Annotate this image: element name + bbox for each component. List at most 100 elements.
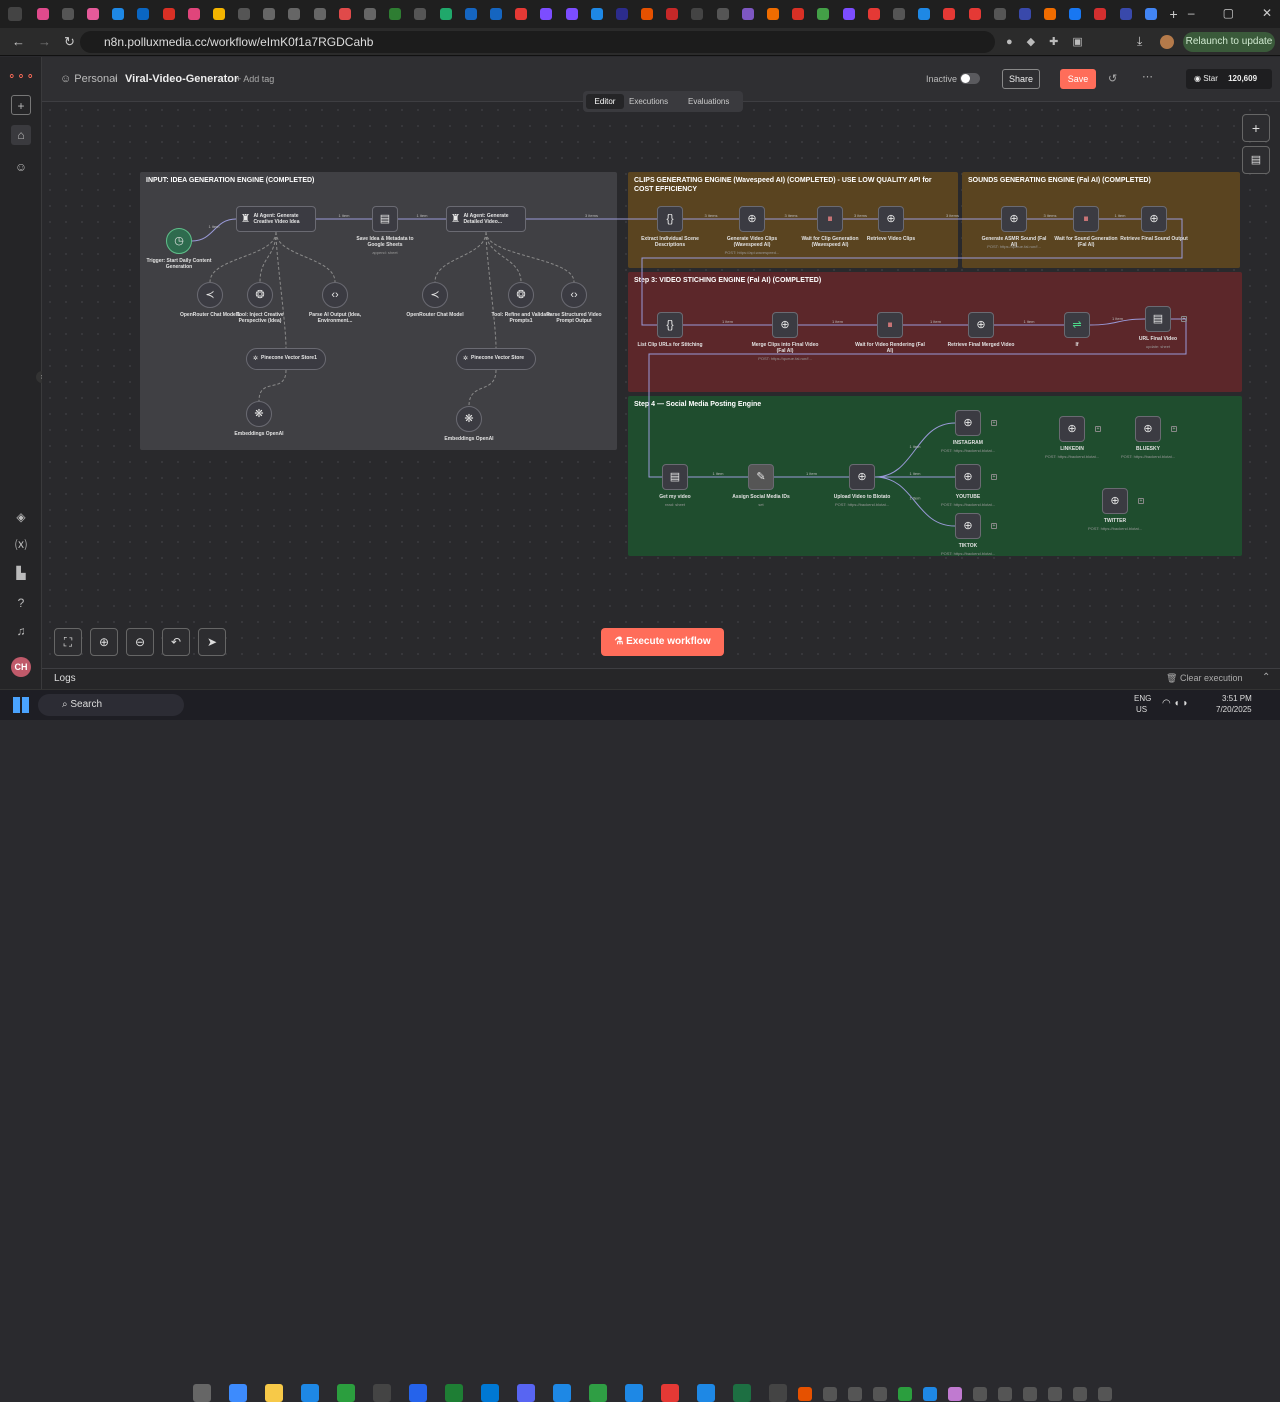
node-retsound[interactable]: ⊕ bbox=[1141, 206, 1167, 232]
browser-tab-15[interactable] bbox=[414, 8, 427, 20]
browser-tab-28[interactable] bbox=[741, 8, 754, 20]
browser-tab-5[interactable] bbox=[162, 8, 175, 20]
undo-icon[interactable]: ↶ bbox=[162, 628, 190, 656]
browser-tab-42[interactable] bbox=[1094, 8, 1107, 20]
browser-tab-39[interactable] bbox=[1018, 8, 1031, 20]
browser-tab-35[interactable] bbox=[918, 8, 931, 20]
browser-tab-25[interactable] bbox=[666, 8, 679, 20]
node-embed2[interactable]: ❋ bbox=[456, 406, 482, 432]
taskbar-app-9[interactable] bbox=[517, 1384, 535, 1402]
browser-tab-7[interactable] bbox=[212, 8, 225, 20]
browser-tab-18[interactable] bbox=[489, 8, 502, 20]
tray-icon-8[interactable] bbox=[998, 1387, 1012, 1401]
taskbar-app-2[interactable] bbox=[265, 1384, 283, 1402]
node-assign[interactable]: ✎ bbox=[748, 464, 774, 490]
tray-icon-1[interactable] bbox=[823, 1387, 837, 1401]
add-node-endpoint[interactable]: + bbox=[991, 420, 997, 426]
node-twitter[interactable]: ⊕ bbox=[1102, 488, 1128, 514]
notifications-icon[interactable]: ♫ bbox=[16, 624, 26, 638]
add-icon[interactable]: + bbox=[11, 95, 31, 115]
node-retmerged[interactable]: ⊕ bbox=[968, 312, 994, 338]
taskbar-app-16[interactable] bbox=[769, 1384, 787, 1402]
tab-executions[interactable]: Executions bbox=[629, 97, 669, 106]
node-parse2[interactable]: ‹› bbox=[561, 282, 587, 308]
browser-tab-12[interactable] bbox=[338, 8, 351, 20]
tray-icon-9[interactable] bbox=[1023, 1387, 1037, 1401]
browser-tab-1[interactable] bbox=[61, 8, 74, 20]
tab-editor[interactable]: Editor bbox=[586, 94, 624, 109]
back-icon[interactable]: ← bbox=[12, 34, 25, 49]
zoom-out-icon[interactable]: ⊖ bbox=[126, 628, 154, 656]
workflow-canvas[interactable]: + ▤ INPUT: IDEA GENERATION ENGINE (COMPL… bbox=[42, 102, 1280, 668]
browser-tab-44[interactable] bbox=[1144, 8, 1157, 20]
templates-icon[interactable]: ◈ bbox=[16, 510, 26, 524]
url-bar[interactable]: n8n.polluxmedia.cc/workflow/eImK0f1a7RGD… bbox=[80, 31, 995, 53]
browser-tab-11[interactable] bbox=[313, 8, 326, 20]
zoom-in-icon[interactable]: ⊕ bbox=[90, 628, 118, 656]
node-merge[interactable]: ⊕ bbox=[772, 312, 798, 338]
node-parse1[interactable]: ‹› bbox=[322, 282, 348, 308]
user-avatar[interactable]: CH bbox=[11, 657, 31, 677]
node-instagram[interactable]: ⊕ bbox=[955, 410, 981, 436]
browser-tab-8[interactable] bbox=[238, 8, 251, 20]
browser-tab-41[interactable] bbox=[1069, 8, 1082, 20]
node-genclips[interactable]: ⊕ bbox=[739, 206, 765, 232]
sticky-note-button[interactable]: ▤ bbox=[1242, 146, 1270, 174]
browser-tab-13[interactable] bbox=[364, 8, 377, 20]
tray-icon-7[interactable] bbox=[973, 1387, 987, 1401]
browser-tab-30[interactable] bbox=[792, 8, 805, 20]
taskbar-app-5[interactable] bbox=[373, 1384, 391, 1402]
node-getvideo[interactable]: ▤ bbox=[662, 464, 688, 490]
browser-tab-10[interactable] bbox=[288, 8, 301, 20]
browser-tab-23[interactable] bbox=[615, 8, 628, 20]
node-pinecone1[interactable]: ✲Pinecone Vector Store1 bbox=[246, 348, 326, 370]
new-tab-button[interactable]: + bbox=[1169, 6, 1178, 22]
add-node-endpoint[interactable]: + bbox=[991, 523, 997, 529]
reload-icon[interactable]: ↻ bbox=[64, 33, 75, 49]
project-breadcrumb[interactable]: ☺ Personal bbox=[60, 73, 118, 85]
taskbar-app-6[interactable] bbox=[409, 1384, 427, 1402]
forward-icon[interactable]: → bbox=[38, 34, 51, 49]
browser-tab-16[interactable] bbox=[439, 8, 452, 20]
logs-expand-icon[interactable]: ⌃ bbox=[1262, 672, 1271, 683]
browser-tab-32[interactable] bbox=[842, 8, 855, 20]
node-openrouter2[interactable]: ≺ bbox=[422, 282, 448, 308]
node-if[interactable]: ⇌ bbox=[1064, 312, 1090, 338]
active-toggle[interactable] bbox=[960, 73, 980, 84]
node-think1[interactable]: ❂ bbox=[247, 282, 273, 308]
taskbar-app-7[interactable] bbox=[445, 1384, 463, 1402]
browser-tab-0[interactable] bbox=[36, 8, 49, 20]
browser-tab-40[interactable] bbox=[1044, 8, 1057, 20]
node-think2[interactable]: ❂ bbox=[508, 282, 534, 308]
node-bluesky[interactable]: ⊕ bbox=[1135, 416, 1161, 442]
taskbar-app-15[interactable] bbox=[733, 1384, 751, 1402]
browser-tab-29[interactable] bbox=[767, 8, 780, 20]
browser-tab-20[interactable] bbox=[540, 8, 553, 20]
tray-icon-11[interactable] bbox=[1073, 1387, 1087, 1401]
taskbar-app-12[interactable] bbox=[625, 1384, 643, 1402]
select-tool-icon[interactable]: ➤ bbox=[198, 628, 226, 656]
insights-icon[interactable]: ▙ bbox=[16, 566, 26, 580]
tab-evaluations[interactable]: Evaluations bbox=[688, 97, 730, 106]
tray-icon-6[interactable] bbox=[948, 1387, 962, 1401]
tray-icon-10[interactable] bbox=[1048, 1387, 1062, 1401]
browser-tab-22[interactable] bbox=[590, 8, 603, 20]
tray-icon-2[interactable] bbox=[848, 1387, 862, 1401]
taskbar-app-14[interactable] bbox=[697, 1384, 715, 1402]
node-urlfinal[interactable]: ▤ bbox=[1145, 306, 1171, 332]
taskbar-app-0[interactable] bbox=[193, 1384, 211, 1402]
node-upload[interactable]: ⊕ bbox=[849, 464, 875, 490]
browser-tabs[interactable] bbox=[30, 8, 1163, 20]
variables-icon[interactable]: ⒳ bbox=[14, 538, 27, 552]
browser-tab-4[interactable] bbox=[137, 8, 150, 20]
browser-tab-27[interactable] bbox=[716, 8, 729, 20]
add-node-endpoint[interactable]: + bbox=[1171, 426, 1177, 432]
browser-tab-26[interactable] bbox=[691, 8, 704, 20]
window-controls[interactable]: – ▢ ✕ bbox=[1188, 6, 1272, 20]
add-tag-button[interactable]: + Add tag bbox=[236, 74, 275, 84]
add-node-endpoint[interactable]: + bbox=[991, 474, 997, 480]
taskbar-app-13[interactable] bbox=[661, 1384, 679, 1402]
language-indicator[interactable]: ENG bbox=[1134, 694, 1152, 703]
node-agent2[interactable]: ♜AI Agent: Generate Detailed Video... bbox=[446, 206, 526, 232]
browser-tab-43[interactable] bbox=[1119, 8, 1132, 20]
